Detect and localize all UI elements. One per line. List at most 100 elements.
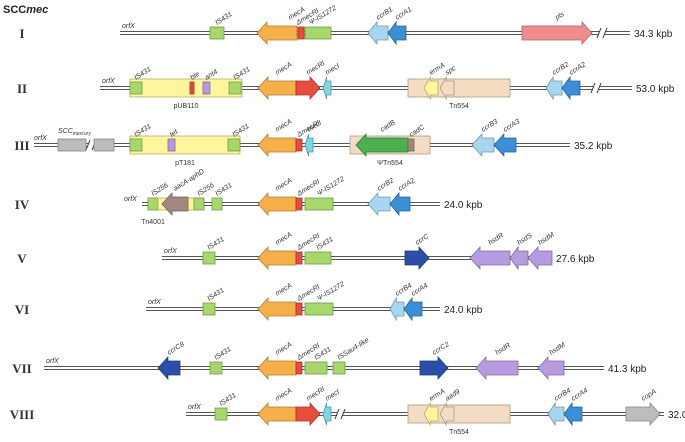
row-III-el-4-box xyxy=(129,138,143,152)
row-I-el-6-label: ccrA1 xyxy=(394,6,413,21)
row-VII-el-2-box xyxy=(209,361,223,375)
row-IV-el-4-box xyxy=(193,197,205,211)
row-VII-el-3-label: mecA xyxy=(274,341,293,357)
size-label-VII: 41.3 kpb xyxy=(608,364,647,375)
row-V-el-6-label: hsdR xyxy=(487,232,505,247)
row-VIII-el-10-label: copA xyxy=(640,388,658,403)
row-I-el-4-box xyxy=(304,26,332,40)
row-VIII-el-4-arrow xyxy=(322,402,332,426)
row-VIII-el-5-box xyxy=(407,404,511,424)
row-VII-el-3-arrow xyxy=(257,355,297,381)
row-II-el-11-arrow xyxy=(439,75,455,101)
row-III-el-10-under: ΨTn554 xyxy=(377,160,403,167)
row-IV-el-9-arrow xyxy=(367,191,391,217)
break-mark-a-II-0 xyxy=(590,82,596,94)
row-II-el-12-arrow xyxy=(545,75,563,101)
row-IV-el-6-arrow xyxy=(257,191,297,217)
row-VIII-el-9-label: ccrA4 xyxy=(570,387,589,402)
row-label-I: I xyxy=(19,26,24,41)
title-italic: mec xyxy=(26,4,48,16)
row-V-el-4-box xyxy=(304,251,332,265)
row-IV-el-5-label: IS431 xyxy=(214,182,233,198)
row-III-el-2-box xyxy=(93,138,115,152)
row-II-el-10-arrow xyxy=(423,75,439,101)
row-label-VII: VII xyxy=(12,361,32,376)
break-gap-II-0 xyxy=(593,83,599,93)
size-label-III: 35.2 kpb xyxy=(574,141,613,152)
row-II-el-4-box xyxy=(202,81,211,95)
row-VII-el-8-label: hsdR xyxy=(494,342,512,357)
row-III-el-12-box xyxy=(407,138,415,152)
row-VIII-el-1-box xyxy=(214,407,228,421)
row-IV-el-10-arrow xyxy=(389,191,411,217)
row-VI-el-2-label: mecA xyxy=(274,282,293,298)
row-VIII-el-0-label: orfX xyxy=(188,404,201,411)
row-VIII-el-7-label: aad9 xyxy=(444,388,461,402)
row-II-el-0-label: orfX xyxy=(102,78,115,85)
row-label-VIII: VIII xyxy=(10,407,35,422)
row-II-el-8-label: mecI xyxy=(324,63,341,77)
row-VIII-el-5-under: Tn554 xyxy=(449,429,469,436)
row-label-IV: IV xyxy=(15,197,30,212)
row-IV-el-8-label: Ψ-IS1272 xyxy=(316,176,346,198)
row-III-el-5-box xyxy=(167,138,176,152)
row-III-el-13-arrow xyxy=(471,132,495,158)
row-VII-el-7-label: ccrC2 xyxy=(431,341,450,357)
size-label-II: 53.0 kpb xyxy=(636,84,675,95)
row-III-el-7-arrow xyxy=(257,132,297,158)
row-I-el-2-arrow xyxy=(256,20,298,46)
row-label-VI: VI xyxy=(15,302,29,317)
row-VII-el-9-label: hsdM xyxy=(548,342,566,357)
row-VIII-el-6-arrow xyxy=(423,401,439,427)
row-label-V: V xyxy=(17,251,27,266)
row-VI-el-0-label: orfX xyxy=(148,299,161,306)
row-I-el-1-label: IS431 xyxy=(214,11,233,27)
row-IV-el-3-arrow xyxy=(161,191,189,217)
row-II-el-6-arrow xyxy=(257,75,297,101)
row-VIII-el-1-label: IS431 xyxy=(218,392,237,408)
row-II-el-11-label: spc xyxy=(444,65,457,77)
row-V-el-1-box xyxy=(202,251,216,265)
title-main: SCC xyxy=(3,4,26,16)
row-IV-el-5-box xyxy=(211,197,223,211)
row-III-el-3-box xyxy=(129,135,241,155)
row-II-el-13-arrow xyxy=(561,75,581,101)
break-mark-a-III-0 xyxy=(85,139,91,151)
row-label-III: III xyxy=(14,138,29,153)
row-IV-el-6-label: mecA xyxy=(274,177,293,193)
size-label-VI: 24.0 kpb xyxy=(444,305,483,316)
row-VIII-el-10-arrow xyxy=(625,401,661,427)
row-VII-el-1-label: ccrC8 xyxy=(166,341,185,357)
row-IV-el-7-label: ΔmecRI xyxy=(296,179,322,199)
row-II-el-9-under: Tn554 xyxy=(449,103,469,110)
size-label-V: 27.6 kpb xyxy=(556,254,595,265)
row-II-el-3-box xyxy=(189,81,195,95)
row-II-el-2-box xyxy=(129,81,143,95)
break-gap-VIII-0 xyxy=(337,409,343,419)
row-VII-el-6-box xyxy=(332,361,346,375)
size-label-IV: 24.0 kpb xyxy=(444,200,483,211)
row-V-el-5-arrow xyxy=(404,245,430,271)
row-V-el-7-label: hsdS xyxy=(516,232,534,247)
figure-title: SCCmec xyxy=(3,4,48,16)
row-III-el-3-under: pT181 xyxy=(175,160,195,167)
row-VII-el-5-box xyxy=(304,361,328,375)
row-V-el-6-arrow xyxy=(469,245,511,271)
row-VII-el-2-label: IS431 xyxy=(213,346,232,362)
row-III-el-9-label: mecI xyxy=(306,120,323,134)
row-V-el-8-label: hsdM xyxy=(537,232,555,247)
row-III-el-5-label: tet xyxy=(169,128,180,139)
row-I-el-5-arrow xyxy=(367,20,389,46)
row-III-el-8-box xyxy=(295,138,303,152)
row-II-el-8-arrow xyxy=(322,76,332,100)
row-V-el-0-label: orfX xyxy=(164,248,177,255)
row-IV-el-1-box xyxy=(147,197,159,211)
row-III-el-14-arrow xyxy=(493,132,517,158)
break-mark-b-VIII-0 xyxy=(340,408,346,420)
row-VII-el-1-arrow xyxy=(157,355,181,381)
row-II-el-1-under: pUB110 xyxy=(174,103,199,110)
row-I-el-0-label: orfX xyxy=(122,23,135,30)
row-V-el-2-arrow xyxy=(257,245,297,271)
row-VI-el-5-arrow xyxy=(389,296,405,322)
row-VIII-el-9-arrow xyxy=(563,401,583,427)
